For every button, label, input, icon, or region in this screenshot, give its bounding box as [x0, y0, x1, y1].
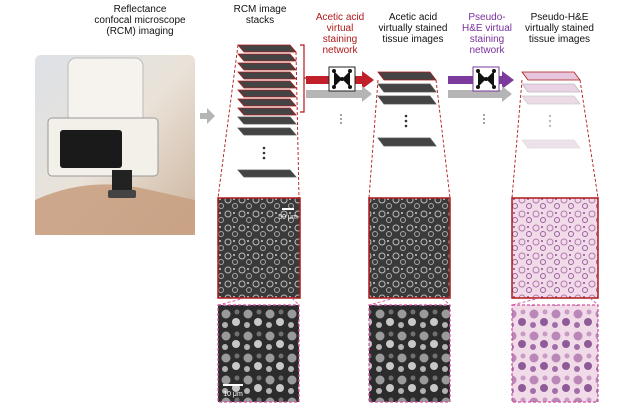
pseudo-images-label: Pseudo-H&E virtually stained tissue imag…: [525, 12, 594, 45]
pseudo-he-zoom-panel: [511, 304, 599, 403]
pseudo-network-label: Pseudo- H&E virtual staining network: [461, 12, 512, 56]
scale-bar-small-label: 10 μm: [223, 391, 243, 398]
rcm-large-panel: [217, 197, 301, 299]
rcm-device-photo: [35, 55, 195, 235]
rcm-imaging-label: Reflectance confocal microscope (RCM) im…: [94, 4, 186, 37]
pseudo-he-large-panel: [511, 197, 599, 299]
acetic-zoom-panel: [368, 304, 451, 403]
slice-guide-lines: [217, 44, 599, 199]
acetic-network-label: Acetic acid virtual staining network: [315, 12, 365, 56]
scale-bar-large-label: 50 μm: [278, 214, 298, 221]
rcm-image-stack: [237, 44, 308, 178]
acetic-network-arrows: [306, 66, 374, 124]
acetic-images-label: Acetic acid virtually stained tissue ima…: [378, 12, 448, 45]
pseudo-he-image-stack: [521, 71, 581, 149]
acetic-large-panel: [368, 197, 451, 299]
zoom-guide-lines: [217, 297, 599, 306]
rcm-stacks-label: RCM image stacks: [233, 4, 287, 26]
rcm-zoom-panel: [217, 304, 300, 403]
acetic-image-stack: [377, 71, 437, 147]
input-arrow: [200, 108, 215, 124]
pseudo-network-arrows: [448, 66, 514, 124]
